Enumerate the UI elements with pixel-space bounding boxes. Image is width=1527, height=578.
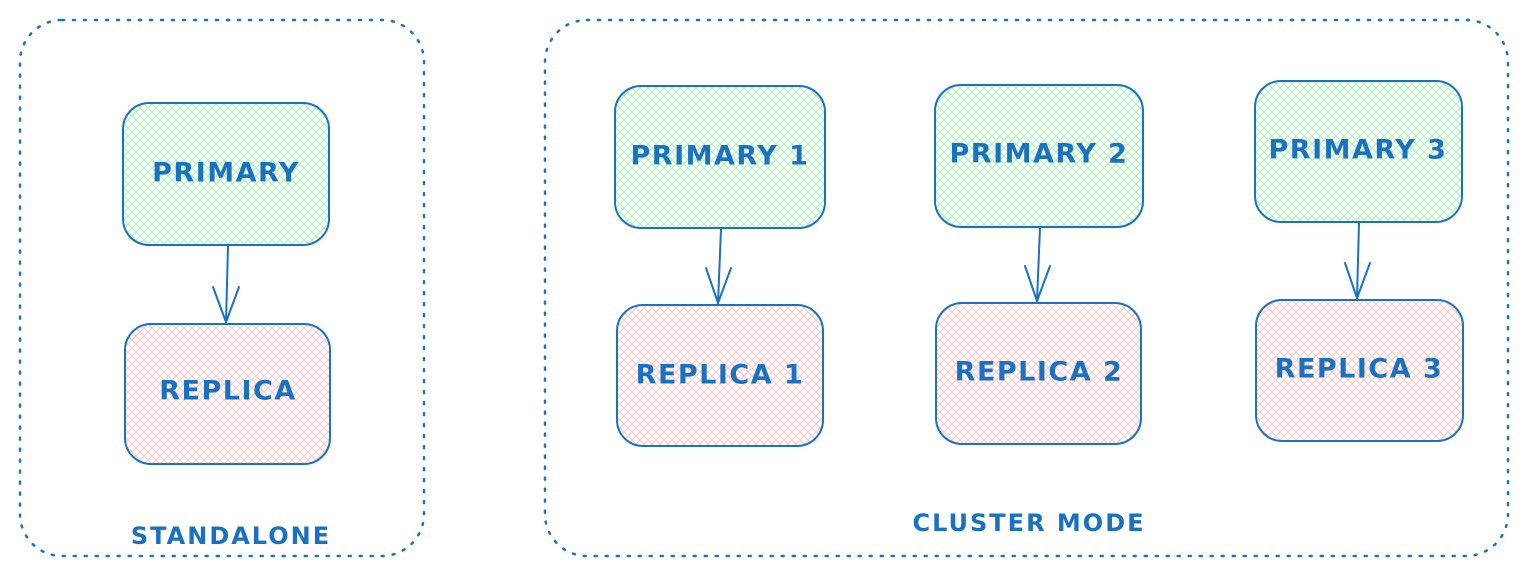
node-label-p1: PRIMARY 1 <box>631 141 810 172</box>
node-label-p3: PRIMARY 3 <box>1269 135 1448 166</box>
node-label-r1: REPLICA 1 <box>636 360 805 391</box>
node-p2: PRIMARY 2 <box>934 84 1144 228</box>
edge-p2-to-r2 <box>1024 227 1051 304</box>
group-label-standalone: STANDALONE <box>131 522 331 550</box>
group-frame-standalone <box>18 18 426 558</box>
node-p1: PRIMARY 1 <box>614 85 826 229</box>
node-sa-replica: REPLICA <box>124 323 331 465</box>
edge-sa-primary-to-sa-replica <box>212 245 240 325</box>
node-label-sa-primary: PRIMARY <box>152 158 300 189</box>
node-label-r3: REPLICA 3 <box>1275 354 1444 385</box>
node-r1: REPLICA 1 <box>616 304 824 447</box>
group-label-cluster: CLUSTER MODE <box>912 509 1145 537</box>
node-label-sa-replica: REPLICA <box>159 376 296 407</box>
node-label-r2: REPLICA 2 <box>955 357 1124 388</box>
edge-p3-to-r3 <box>1344 222 1371 301</box>
node-p3: PRIMARY 3 <box>1254 80 1463 223</box>
edge-p1-to-r1 <box>705 228 732 306</box>
node-sa-primary: PRIMARY <box>122 102 330 246</box>
node-r2: REPLICA 2 <box>935 302 1142 445</box>
node-r3: REPLICA 3 <box>1255 299 1464 442</box>
group-frame-cluster <box>543 18 1510 558</box>
node-label-p2: PRIMARY 2 <box>950 139 1129 170</box>
